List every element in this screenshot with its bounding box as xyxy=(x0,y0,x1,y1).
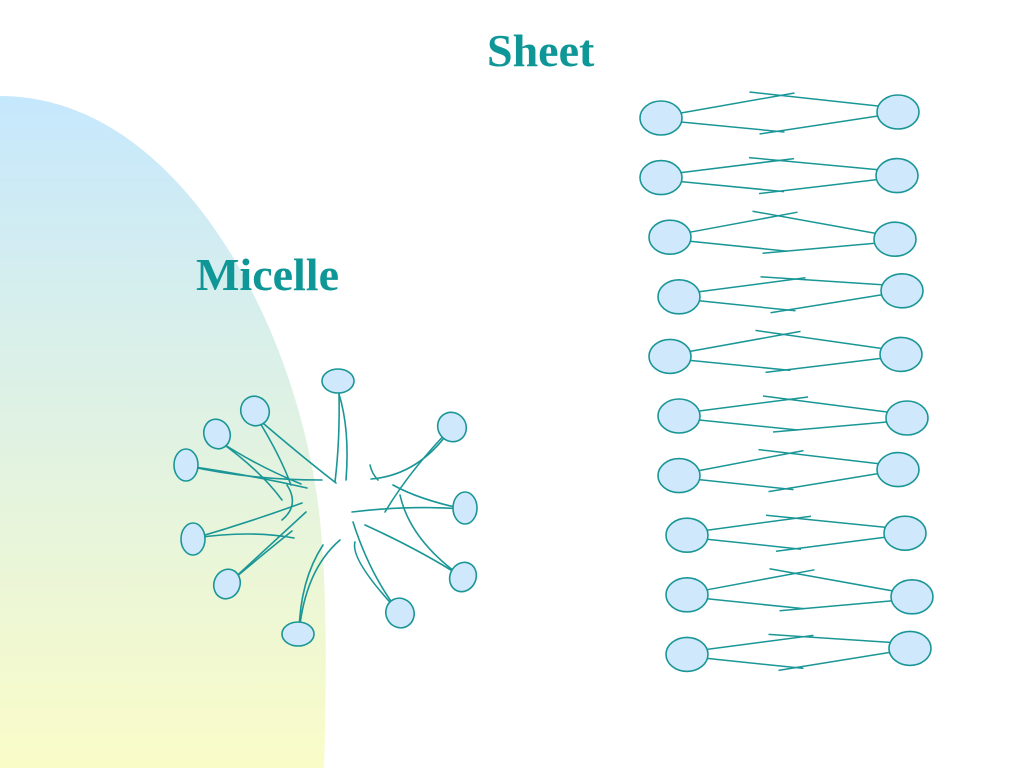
lipid-tail xyxy=(698,478,794,491)
lipid-tail xyxy=(755,329,882,350)
lipid-tail xyxy=(779,600,893,612)
lipid-head-right xyxy=(883,515,927,552)
sheet-lipid-pair xyxy=(657,272,924,315)
lipid-tail xyxy=(706,538,802,550)
lipid-tail xyxy=(768,633,891,644)
sheet-lipid-pair xyxy=(657,448,920,494)
lipid-tail xyxy=(748,156,878,171)
lipid-tail xyxy=(698,300,796,312)
lipid-tail xyxy=(680,121,785,133)
lipid-tail xyxy=(689,359,791,372)
lipid-head-left xyxy=(657,457,701,494)
lipid-tail xyxy=(778,651,891,672)
lipid-head-right xyxy=(885,400,929,436)
lipid-head-left xyxy=(665,576,709,613)
lipid-tail xyxy=(762,395,888,413)
lipid-tail xyxy=(765,514,886,528)
lipid-head-right xyxy=(890,578,934,615)
sheet-lipid-pair xyxy=(665,514,927,554)
lipid-tail xyxy=(752,210,876,234)
lipid-tail xyxy=(749,91,879,107)
lipid-head-left xyxy=(639,159,683,196)
micelle-heads xyxy=(173,368,478,647)
lipid-head-right xyxy=(876,94,920,130)
lipid-tail xyxy=(770,294,883,314)
background-gradient-shape xyxy=(0,96,326,768)
lipid-head-left xyxy=(665,517,709,554)
lipid-tail xyxy=(759,115,879,135)
lipid-head-right xyxy=(875,157,919,194)
lipid-tail xyxy=(706,634,814,651)
lipid-tail xyxy=(706,569,815,591)
sheet-lipid-pair xyxy=(657,395,929,436)
lipid-head-right xyxy=(876,451,920,488)
sheet-lipid-pair xyxy=(648,329,923,375)
lipid-tail xyxy=(769,568,893,592)
lipid-head-right xyxy=(873,221,917,257)
lipid-tail xyxy=(758,178,878,195)
lipid-tail xyxy=(775,536,886,552)
sheet-lipid-pair xyxy=(639,156,919,196)
sheet-diagram xyxy=(639,91,934,673)
lipid-head-right xyxy=(880,272,924,309)
lipid-tail xyxy=(680,157,795,174)
lipid-head-right xyxy=(888,630,932,667)
lipid-head-left xyxy=(648,338,692,375)
lipid-tail xyxy=(706,598,805,610)
lipid-head-left xyxy=(657,278,701,315)
lipid-head-left xyxy=(665,636,709,673)
lipid-head-right xyxy=(879,336,923,373)
lipid-head-left xyxy=(648,219,692,255)
lipid-tail xyxy=(772,421,888,433)
lipid-head-left xyxy=(657,398,701,434)
sheet-lipid-pair xyxy=(648,210,917,257)
lipid-tail xyxy=(706,657,804,670)
lipid-tail xyxy=(680,180,785,193)
lipid-tail xyxy=(758,448,879,465)
lipid-tail xyxy=(698,449,804,472)
sheet-title: Sheet xyxy=(487,25,595,76)
lipid-tail xyxy=(760,276,883,286)
lipid-tail xyxy=(689,240,788,252)
micelle-title: Micelle xyxy=(196,249,340,300)
sheet-lipid-pair xyxy=(665,568,934,615)
sheet-lipid-pair xyxy=(639,91,920,136)
lipid-tail xyxy=(698,277,806,293)
lipid-tail xyxy=(680,92,795,114)
sheet-lipid-pair xyxy=(665,630,932,673)
lipid-tail xyxy=(698,419,799,431)
lipid-tail xyxy=(762,242,876,254)
lipid-head-left xyxy=(639,100,683,136)
lipid-tail xyxy=(768,472,879,493)
lipid-tail xyxy=(765,357,882,374)
lipid-tail xyxy=(689,211,798,233)
micelle-diagram xyxy=(173,368,478,647)
